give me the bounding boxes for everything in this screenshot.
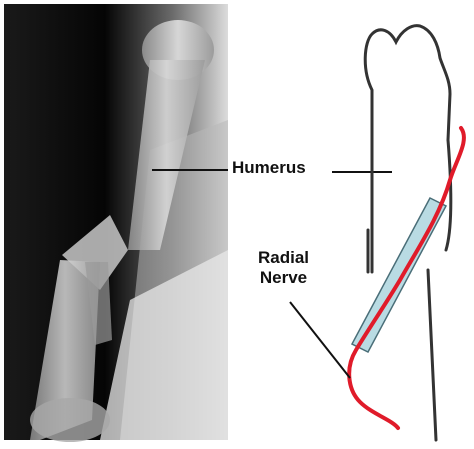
radial-nerve-label-line2: Nerve bbox=[258, 268, 309, 288]
humerus-outline bbox=[365, 26, 450, 272]
xray-image bbox=[4, 4, 228, 442]
xray-elbow bbox=[30, 398, 110, 442]
schematic-diagram bbox=[290, 26, 464, 440]
lower-bone-line bbox=[428, 270, 436, 440]
humerus-label: Humerus bbox=[232, 158, 306, 178]
radial-nerve-label: Radial Nerve bbox=[258, 248, 309, 288]
radial-nerve-pointer bbox=[290, 302, 350, 378]
radial-nerve-label-line1: Radial bbox=[258, 248, 309, 268]
